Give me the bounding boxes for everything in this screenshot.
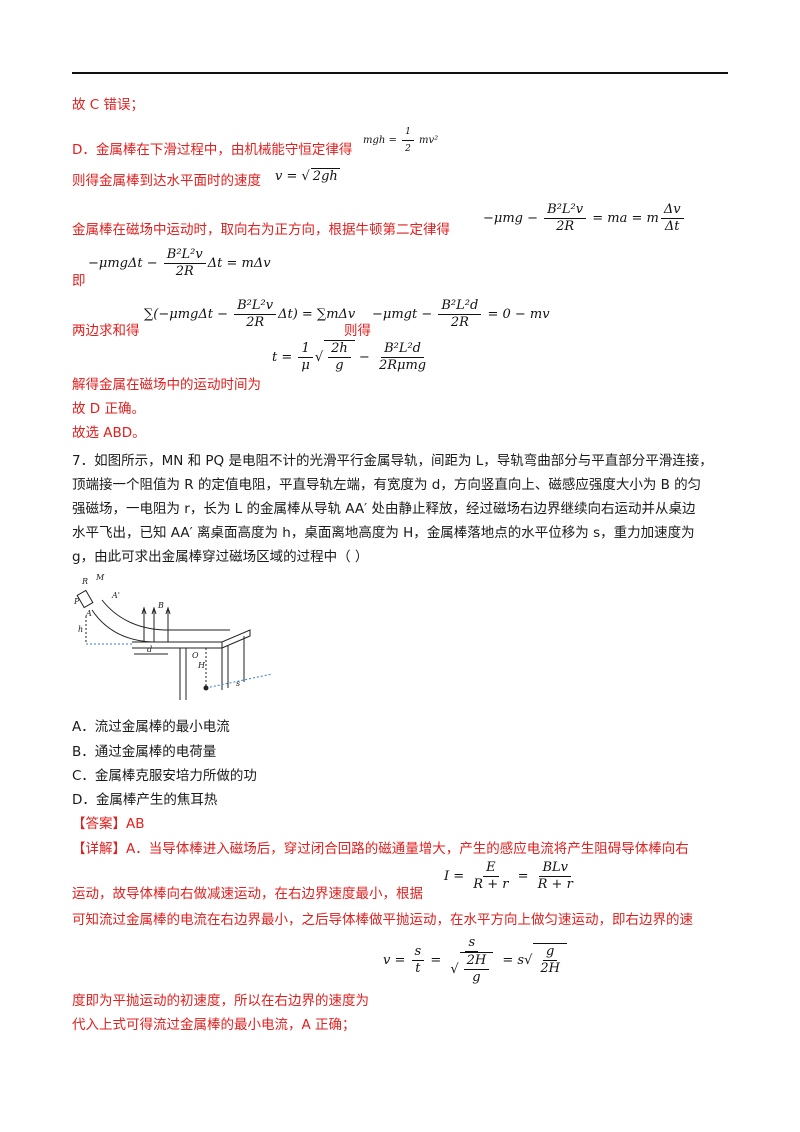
- option-d: D．金属棒产生的焦耳热: [72, 792, 218, 808]
- analysis-line: 度即为平抛运动的初速度，所以在右边界的速度为: [72, 993, 369, 1009]
- analysis-line: 可知流过金属棒的电流在右边界最小，之后导体棒做平抛运动，在水平方向上做匀速运动，…: [72, 912, 693, 928]
- text-line: 解得金属在磁场中的运动时间为: [72, 377, 261, 393]
- question-line: g，由此可求出金属棒穿过磁场区域的过程中（ ）: [72, 549, 369, 565]
- svg-text:d: d: [147, 645, 152, 654]
- header-rule: [72, 72, 728, 74]
- svg-text:M: M: [95, 573, 105, 582]
- text-line: D．金属棒在下滑过程中，由机械能守恒定律得: [72, 142, 353, 158]
- text-line: 即: [72, 273, 86, 289]
- question-line: 7．如图所示，MN 和 PQ 是电阻不计的光滑平行金属导轨，间距为 L，导轨弯曲…: [72, 453, 713, 469]
- svg-text:B: B: [157, 601, 164, 610]
- formula-velocity: v = √2gh: [275, 168, 340, 184]
- text-line: 故 D 正确。: [72, 401, 145, 417]
- svg-text:A: A: [85, 609, 92, 618]
- svg-text:O: O: [192, 651, 199, 660]
- option-a: A．流过金属棒的最小电流: [72, 719, 230, 735]
- svg-text:R: R: [81, 577, 88, 586]
- text-line: 则得: [344, 323, 371, 339]
- analysis-line: 运动，故导体棒向右做减速运动，在右边界速度最小，根据: [72, 886, 423, 902]
- rail-diagram: R M P A A' h B d O H s: [73, 573, 273, 700]
- question-line: 水平飞出，已知 AA′ 离桌面高度为 h，桌面离地高度为 H，金属棒落地点的水平…: [72, 525, 695, 541]
- svg-text:A': A': [111, 591, 120, 600]
- text-line: 故选 ABD。: [72, 425, 146, 441]
- svg-text:h: h: [78, 625, 83, 634]
- analysis-line: 【详解】A．当导体棒进入磁场后，穿过闭合回路的磁通量增大，产生的感应电流将产生阻…: [72, 841, 689, 857]
- analysis-line: 代入上式可得流过金属棒的最小电流，A 正确；: [72, 1017, 356, 1033]
- svg-text:H: H: [197, 661, 206, 670]
- question-line: 顶端接一个阻值为 R 的定值电阻，平直导轨左端，有宽度为 d，方向竖直向上、磁感…: [72, 477, 702, 493]
- question-line: 强磁场，一电阻为 r，长为 L 的金属棒从导轨 AA′ 处由静止释放，经过磁场右…: [72, 501, 696, 517]
- answer-label: 【答案】AB: [72, 816, 145, 832]
- text-line: 则得金属棒到达水平面时的速度: [72, 173, 261, 189]
- option-c: C．金属棒克服安培力所做的功: [72, 768, 257, 784]
- option-b: B．通过金属棒的电荷量: [72, 744, 217, 760]
- text-line: 故 C 错误；: [72, 97, 145, 113]
- text-line: 两边求和得: [72, 323, 140, 339]
- svg-text:s: s: [236, 679, 240, 688]
- svg-text:P: P: [73, 597, 80, 606]
- text-line: 金属棒在磁场中运动时，取向右为正方向，根据牛顿第二定律得: [72, 222, 450, 238]
